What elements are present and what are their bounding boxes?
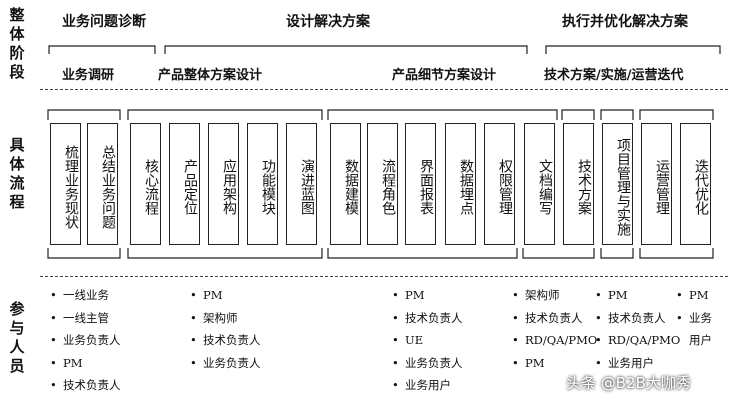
bracket-sub-tech <box>561 109 595 120</box>
process-box: 数据建模 <box>330 123 361 245</box>
subphase-label-research: 业务调研 <box>62 68 115 83</box>
subphase-label-tech-ops: 技术方案/实施/运营迭代 <box>544 68 684 83</box>
process-box: 项目管理与实施 <box>602 123 633 245</box>
participant-item: PM <box>676 284 712 307</box>
participant-item: 用户 <box>689 333 712 347</box>
participants-overall-design: PM 架构师 技术负责人 业务负责人 <box>190 284 261 374</box>
bracket-low-ops <box>639 248 714 259</box>
participant-item: 技术负责人 <box>190 329 261 352</box>
bracket-phase-design <box>164 45 528 54</box>
watermark-text: 头条 @B2B大咖秀 <box>566 374 691 392</box>
participant-item: 一线主管 <box>50 307 121 330</box>
subphase-label-detail-design: 产品细节方案设计 <box>392 68 497 83</box>
bracket-phase-diagnosis <box>48 45 156 54</box>
participant-item: PM <box>595 284 680 307</box>
participant-item: 业务用户 <box>595 352 680 375</box>
process-side-label: 具体流程 <box>9 136 25 211</box>
phase-label-execute: 执行并优化解决方案 <box>562 14 688 30</box>
bracket-low-tech <box>522 248 595 259</box>
process-box: 数据埋点 <box>445 123 476 245</box>
bracket-low-implement <box>600 248 634 259</box>
bracket-sub-detail <box>327 109 558 120</box>
bracket-phase-execute <box>545 45 721 54</box>
participant-item: 业务 <box>676 307 712 330</box>
participants-research: 一线业务 一线主管 业务负责人 PM 技术负责人 <box>50 284 121 397</box>
process-box: 流程角色 <box>367 123 398 245</box>
separator-line <box>40 276 728 277</box>
people-side-label: 参与人员 <box>9 300 25 375</box>
process-box: 权限管理 <box>484 123 515 245</box>
bracket-sub-research <box>47 109 121 120</box>
process-box: 迭代优化 <box>680 123 711 245</box>
participant-item: PM <box>50 352 121 375</box>
participant-item: PM <box>392 284 463 307</box>
bracket-sub-ops <box>639 109 714 120</box>
process-box: 核心流程 <box>130 123 161 245</box>
participant-item: PM <box>190 284 261 307</box>
participants-detail-design: PM 技术负责人 UE 业务负责人 业务用户 <box>392 284 463 397</box>
participants-implement: PM 技术负责人 RD/QA/PMO 业务用户 <box>595 284 680 374</box>
participant-item: 架构师 <box>512 284 597 307</box>
process-box: 功能模块 <box>247 123 278 245</box>
participant-item: 技术负责人 <box>392 307 463 330</box>
participant-item: UE <box>392 329 463 352</box>
participant-item: 技术负责人 <box>50 374 121 397</box>
subphase-label-overall-design: 产品整体方案设计 <box>158 68 263 83</box>
process-box: 演进蓝图 <box>286 123 317 245</box>
process-box: 总结业务问题 <box>87 123 118 245</box>
process-box: 界面报表 <box>405 123 436 245</box>
participant-item: 技术负责人 <box>512 307 597 330</box>
process-box: 梳理业务现状 <box>50 123 81 245</box>
participant-item: PM <box>512 352 597 375</box>
bracket-sub-implement <box>600 109 634 120</box>
participant-item: RD/QA/PMO <box>595 329 680 352</box>
bracket-sub-overall <box>127 109 323 120</box>
process-box: 运营管理 <box>641 123 672 245</box>
participant-item: 一线业务 <box>50 284 121 307</box>
participant-item: RD/QA/PMO <box>512 329 597 352</box>
participants-tech: 架构师 技术负责人 RD/QA/PMO PM <box>512 284 597 374</box>
phase-label-design: 设计解决方案 <box>286 14 370 30</box>
participant-item: 业务负责人 <box>50 329 121 352</box>
bracket-low-overall <box>127 248 323 259</box>
participant-item: 技术负责人 <box>595 307 680 330</box>
bracket-low-detail <box>327 248 518 259</box>
participants-ops: PM 业务 用户 <box>676 284 712 352</box>
bracket-low-research <box>47 248 121 259</box>
participant-item: 业务用户 <box>392 374 463 397</box>
process-box: 文档编写 <box>524 123 555 245</box>
process-box: 产品定位 <box>169 123 200 245</box>
phase-label-diagnosis: 业务问题诊断 <box>62 14 146 30</box>
process-box: 技术方案 <box>563 123 594 245</box>
participant-item: 业务负责人 <box>190 352 261 375</box>
stage-side-label: 整体阶段 <box>9 6 25 81</box>
separator-line <box>40 89 728 90</box>
process-box: 应用架构 <box>208 123 239 245</box>
participant-item: 业务负责人 <box>392 352 463 375</box>
participant-item: 架构师 <box>190 307 261 330</box>
